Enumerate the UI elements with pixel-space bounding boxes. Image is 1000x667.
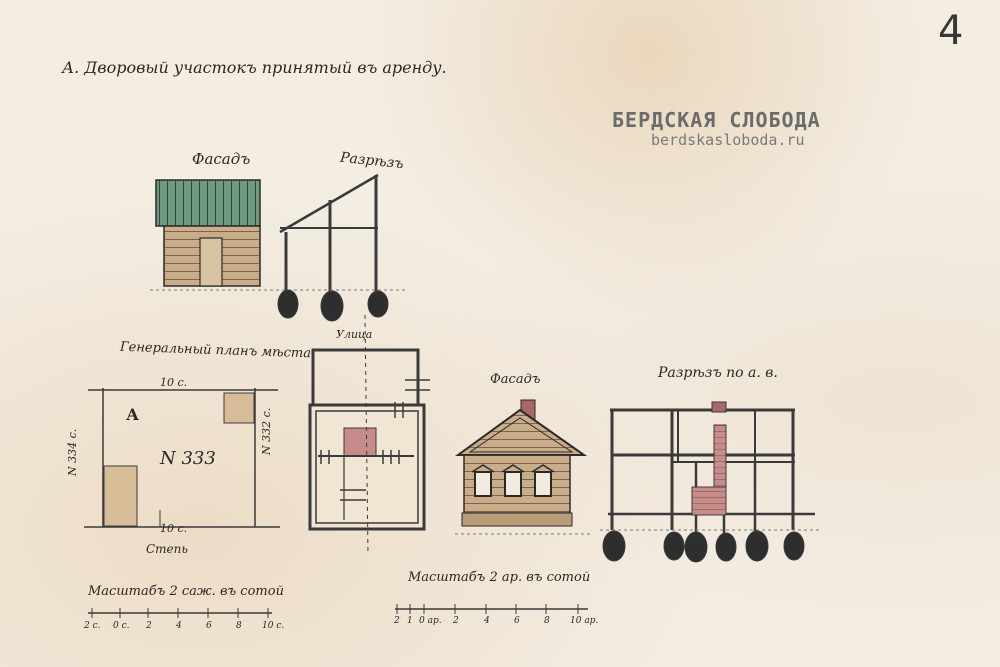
plan-dimension-top: 10 с. [160, 376, 188, 389]
scale-2-tick: 0 ар. [419, 616, 442, 626]
watermark-url: berdskasloboda.ru [651, 131, 805, 149]
plan-street-label: Степь [146, 542, 188, 556]
scale-bar-2 [395, 604, 588, 614]
facade-1-label: Фасадъ [192, 150, 251, 168]
street-label: Улица [336, 328, 373, 341]
plan-dimension-right: N 332 с. [260, 407, 273, 455]
scale-2-tick: 6 [514, 616, 520, 626]
facade-1-drawing [150, 179, 270, 291]
plan-plot-number: N 333 [160, 448, 216, 469]
scale-2-tick: 4 [484, 616, 490, 626]
plan-dimension-left: N 334 с. [66, 428, 79, 476]
floor-plan-drawing [308, 314, 430, 556]
scale-1-tick: 4 [176, 621, 182, 631]
plan-dimension-bottom: 10 с. [160, 522, 188, 535]
facade-2-label: Фасадъ [490, 372, 541, 387]
general-plan-drawing [84, 388, 280, 528]
sheet-title: А. Дворовый участокъ принятый въ аренду. [62, 58, 447, 77]
scale-2-tick: 1 [407, 616, 413, 626]
page-number: 4 [938, 8, 964, 54]
scale-1-tick: 2 [146, 621, 152, 631]
scale-1-tick: 0 с. [113, 621, 130, 631]
scale-2-tick: 2 [453, 616, 459, 626]
scale-1-tick: 6 [206, 621, 212, 631]
section-2-drawing [600, 401, 820, 563]
watermark-title: БЕРДСКАЯ СЛОБОДА [612, 108, 821, 132]
section-2-label: Разрѣзъ по а. в. [658, 365, 778, 381]
scale-1-tick: 10 с. [262, 621, 285, 631]
scale-1-tick: 2 с. [84, 621, 101, 631]
scale-1-label: Масштабъ 2 саж. въ сотой [88, 584, 284, 599]
scale-1-tick: 8 [236, 621, 242, 631]
scale-bar-1 [88, 608, 272, 618]
facade-2-drawing [454, 399, 590, 535]
scale-2-tick: 8 [544, 616, 550, 626]
plan-letter: А [126, 405, 140, 424]
scale-2-tick: 10 ар. [570, 616, 599, 626]
scale-2-tick: 2 [394, 616, 400, 626]
scale-2-label: Масштабъ 2 ар. въ сотой [408, 570, 591, 585]
section-1-drawing [270, 173, 405, 322]
